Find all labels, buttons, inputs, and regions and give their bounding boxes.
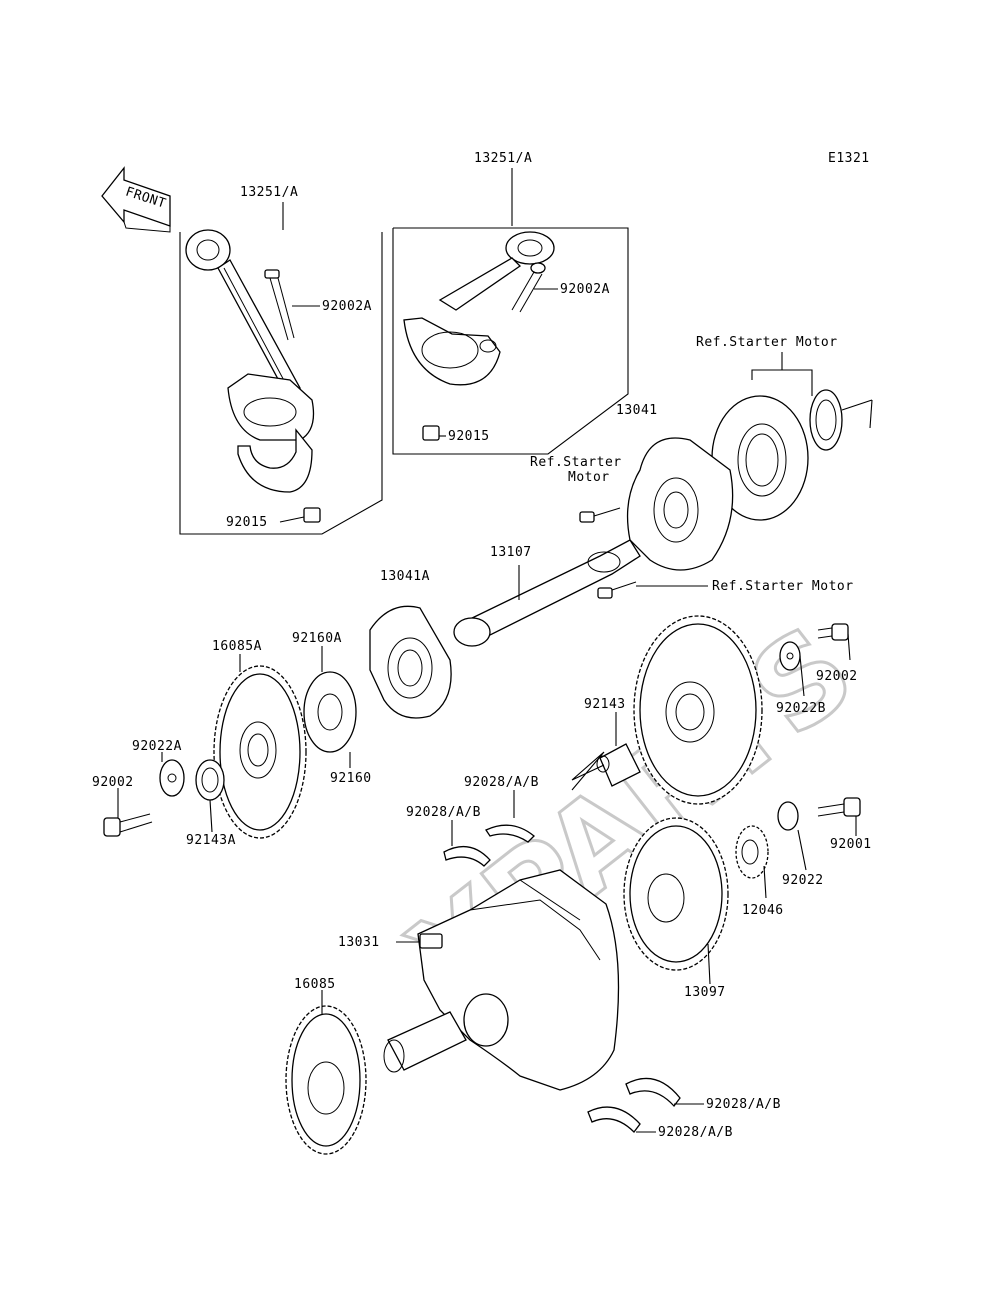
label-ref-starter-1: Ref.Starter Motor bbox=[696, 335, 838, 350]
bushing-92143a bbox=[195, 759, 225, 833]
rod-bolt-left bbox=[264, 269, 320, 341]
label-92015-right: 92015 bbox=[448, 429, 490, 444]
label-92160: 92160 bbox=[330, 771, 372, 786]
gear-16085 bbox=[285, 990, 367, 1155]
label-92143a: 92143A bbox=[186, 833, 236, 848]
rod-bolt-right bbox=[511, 262, 558, 313]
bolt-92001 bbox=[817, 797, 861, 836]
label-ref-starter-2b: Motor bbox=[568, 470, 610, 485]
starter-clutch-body bbox=[626, 437, 734, 571]
gear-16085a bbox=[213, 654, 307, 839]
rod-nut-right bbox=[422, 425, 446, 441]
washer-92022a bbox=[159, 752, 185, 797]
label-13107: 13107 bbox=[490, 545, 532, 560]
label-92001: 92001 bbox=[830, 837, 872, 852]
washer-92022 bbox=[777, 801, 807, 871]
label-13251a-right: 13251/A bbox=[474, 151, 532, 166]
label-16085a: 16085A bbox=[212, 639, 262, 654]
starter-bolts bbox=[579, 507, 708, 599]
clutch-hub-13041a bbox=[369, 605, 452, 719]
bolt-92002-left bbox=[103, 788, 153, 837]
label-92028-1: 92028/A/B bbox=[464, 775, 539, 790]
label-ref-starter-2a: Ref.Starter bbox=[530, 455, 622, 470]
label-92022: 92022 bbox=[782, 873, 824, 888]
rod-nut-left bbox=[279, 507, 321, 523]
label-92022b: 92022B bbox=[776, 701, 826, 716]
bushing-92143 bbox=[571, 712, 641, 791]
starter-clutch bbox=[711, 352, 873, 521]
connecting-rod-left-group bbox=[179, 202, 383, 535]
bearing-shell-upper-b bbox=[485, 790, 535, 843]
label-92028-2: 92028/A/B bbox=[406, 805, 481, 820]
connecting-rod-right bbox=[403, 231, 555, 386]
bearing-shell-lower-a bbox=[625, 1077, 704, 1108]
label-13031: 13031 bbox=[338, 935, 380, 950]
washer-92022b bbox=[779, 641, 805, 697]
label-92143: 92143 bbox=[584, 697, 626, 712]
label-92160a: 92160A bbox=[292, 631, 342, 646]
gear-12046 bbox=[735, 825, 769, 899]
label-ref-starter-3: Ref.Starter Motor bbox=[712, 579, 854, 594]
dampers bbox=[303, 646, 357, 768]
label-92022a: 92022A bbox=[132, 739, 182, 754]
label-92002-right: 92002 bbox=[816, 669, 858, 684]
connecting-rod-right-group bbox=[392, 168, 629, 455]
label-13041a: 13041A bbox=[380, 569, 430, 584]
label-92002a-left: 92002A bbox=[322, 299, 372, 314]
idler-gear-13097 bbox=[623, 817, 729, 985]
label-16085: 16085 bbox=[294, 977, 336, 992]
starter-shaft bbox=[453, 539, 641, 647]
label-13251a-left: 13251/A bbox=[240, 185, 298, 200]
label-12046: 12046 bbox=[742, 903, 784, 918]
diagram-code: E1321 bbox=[828, 151, 870, 166]
label-92002a-right: 92002A bbox=[560, 282, 610, 297]
bearing-shell-lower-b bbox=[587, 1106, 656, 1133]
label-92028-3: 92028/A/B bbox=[706, 1097, 781, 1112]
label-92002-left: 92002 bbox=[92, 775, 134, 790]
front-arrow-icon: FRONT bbox=[101, 166, 171, 233]
label-13041: 13041 bbox=[616, 403, 658, 418]
bearing-shell-upper-a bbox=[443, 820, 491, 867]
label-13097: 13097 bbox=[684, 985, 726, 1000]
bolt-92002-right bbox=[817, 623, 851, 661]
connecting-rod-left bbox=[185, 229, 315, 493]
label-92028-4: 92028/A/B bbox=[658, 1125, 733, 1140]
label-92015-left: 92015 bbox=[226, 515, 268, 530]
gear-right-upper bbox=[633, 615, 763, 805]
crankshaft-13031 bbox=[383, 869, 620, 1091]
